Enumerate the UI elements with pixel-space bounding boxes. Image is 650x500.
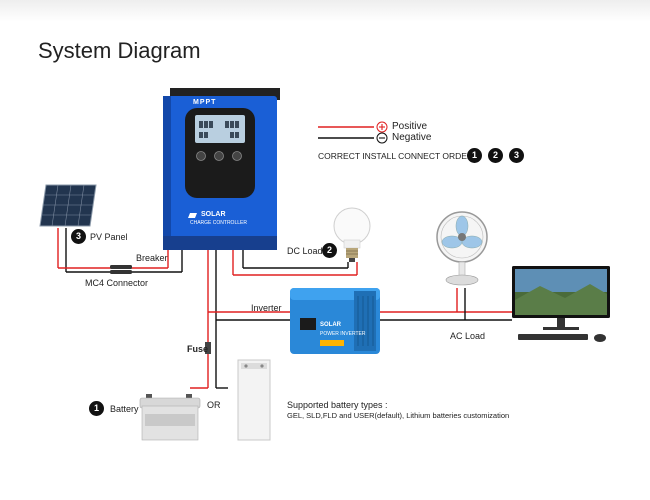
- battery-bus-wiring: [190, 250, 228, 389]
- inverter-dc-wiring: [208, 311, 294, 321]
- order-step-3-badge: 3: [509, 148, 524, 163]
- dc-load-label: DC Load: [287, 246, 323, 256]
- fuse-label: Fuse: [187, 344, 209, 354]
- order-step-1-badge: 1: [467, 148, 482, 163]
- battery-step-badge: 1: [89, 401, 104, 416]
- breaker-label: Breaker: [136, 253, 168, 263]
- supported-battery-title: Supported battery types :: [287, 400, 388, 410]
- pv-wiring: [57, 228, 183, 273]
- battery-label: Battery: [110, 404, 139, 414]
- or-label: OR: [207, 400, 221, 410]
- legend-positive-label: Positive: [392, 121, 428, 132]
- legend: [318, 121, 388, 144]
- ac-load-label: AC Load: [450, 331, 486, 341]
- supported-battery-desc: GEL, SLD,FLD and USER(default), Lithium …: [287, 411, 510, 420]
- lcd-digits: [199, 121, 239, 138]
- dc-load-step-badge: 2: [322, 243, 337, 258]
- controller-label-line2: CHARGE CONTROLLER: [190, 220, 247, 226]
- ac-load-wiring: [380, 288, 512, 321]
- computer: [512, 266, 610, 342]
- mc4-connector: [110, 265, 132, 274]
- fuse-symbol: [205, 342, 211, 354]
- pv-panel-label: PV Panel: [90, 232, 128, 242]
- order-step-2-badge: 2: [488, 148, 503, 163]
- pv-step-badge: 3: [71, 229, 86, 244]
- top-gradient-band: [0, 0, 650, 22]
- controller-label-line1: SOLAR: [201, 211, 226, 218]
- lithium-battery: [237, 359, 271, 441]
- lead-acid-battery: [139, 394, 201, 441]
- legend-negative-label: Negative: [392, 132, 432, 143]
- inverter-label-line1: SOLAR: [320, 322, 341, 328]
- inverter-device: [290, 288, 380, 354]
- dc-load-wiring: [232, 250, 358, 276]
- controller-brand: MPPT: [193, 99, 217, 106]
- charge-controller: [163, 88, 280, 250]
- page-title: System Diagram: [38, 38, 201, 63]
- inverter-label-line2: POWER INVERTER: [320, 331, 366, 337]
- pv-panel: [39, 184, 97, 227]
- install-order-label: CORRECT INSTALL CONNECT ORDER:: [318, 151, 476, 161]
- mc4-connector-label: MC4 Connector: [85, 278, 149, 288]
- light-bulb: [333, 207, 371, 262]
- fan: [436, 211, 488, 286]
- inverter-label: Inverter: [251, 303, 282, 313]
